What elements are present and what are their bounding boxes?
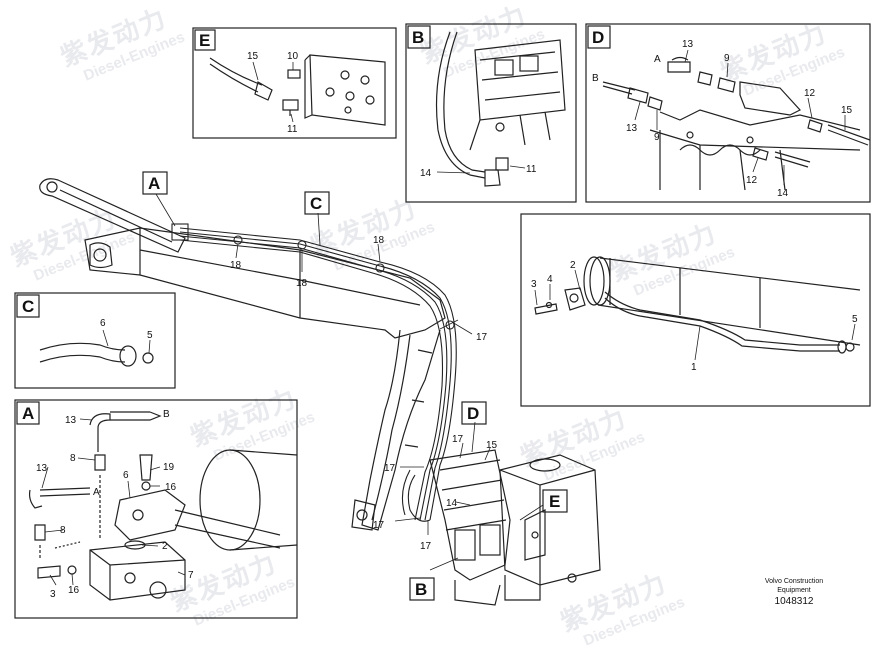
control-valve-assembly	[429, 449, 601, 606]
part-label: 14	[446, 498, 458, 509]
part-label: 3	[531, 279, 537, 290]
footer-caption: Volvo Construction Equipment	[754, 577, 834, 595]
drawing-number: 1048312	[774, 596, 814, 607]
boom-hoses	[171, 223, 457, 522]
part-label: 1	[691, 362, 697, 373]
part-label: 13	[626, 123, 638, 134]
part-label: 2	[570, 260, 576, 271]
part-label: 17	[476, 332, 488, 343]
part-label: 17	[420, 541, 432, 552]
tag-box-e	[542, 489, 568, 513]
main-tag-b: B	[415, 580, 427, 599]
part-label: 4	[547, 274, 553, 285]
part-label: 12	[746, 175, 758, 186]
detail-panel-c	[14, 292, 176, 389]
hose-clamp	[297, 240, 307, 250]
hose-clamp	[233, 235, 243, 245]
part-label: 6	[100, 318, 106, 329]
part-label: 2	[162, 541, 168, 552]
hose-block	[171, 223, 189, 241]
leader-lines	[155, 193, 544, 571]
detail-panel-cylinder	[520, 213, 871, 407]
part-label: 14	[777, 188, 789, 199]
detail-tag-b: B	[412, 28, 424, 47]
main-tag-a: A	[148, 174, 160, 193]
part-label: 13	[682, 39, 694, 50]
tag-box-b	[409, 577, 435, 601]
part-label: 19	[163, 462, 175, 473]
part-label: 13	[65, 415, 77, 426]
footer-line-2: Equipment	[777, 587, 811, 594]
part-label: 14	[420, 168, 432, 179]
part-label: 6	[123, 470, 129, 481]
part-label: 18	[296, 278, 308, 289]
part-label: 17	[373, 520, 385, 531]
part-label: 9	[724, 53, 730, 64]
part-label: 17	[384, 463, 396, 474]
part-label: 16	[68, 585, 80, 596]
port-label: B	[163, 409, 170, 420]
part-label: 9	[654, 132, 660, 143]
detail-panel-a	[14, 399, 298, 619]
detail-tag-c: C	[22, 297, 34, 316]
part-label: 10	[287, 51, 299, 62]
port-label: A	[654, 54, 661, 65]
part-label: 15	[841, 105, 853, 116]
parts-diagram: E B D C A A C D E B 15 10 11 14 11 13 9 …	[14, 23, 871, 619]
part-label: 15	[247, 51, 259, 62]
main-tag-e: E	[549, 492, 560, 511]
footer-line-1: Volvo Construction	[764, 578, 824, 585]
part-label: 5	[147, 330, 153, 341]
part-label: 17	[452, 434, 464, 445]
part-label: 12	[804, 88, 816, 99]
part-label: 5	[852, 314, 858, 325]
part-label: 16	[165, 482, 177, 493]
part-label: 18	[230, 260, 242, 271]
detail-tag-d: D	[592, 28, 604, 47]
tag-box-d	[461, 401, 487, 425]
detail-tag-e: E	[199, 31, 210, 50]
detail-panel-e	[192, 27, 397, 139]
hose-clamp	[375, 263, 385, 273]
detail-panel-d	[585, 23, 871, 203]
part-label: 13	[36, 463, 48, 474]
part-label: 8	[60, 525, 66, 536]
part-label: 11	[526, 164, 537, 175]
hose-clamp	[445, 320, 455, 330]
boom-assembly	[39, 178, 446, 531]
main-tag-d: D	[467, 404, 479, 423]
part-label: 18	[373, 235, 385, 246]
part-label: 8	[70, 453, 76, 464]
detail-panel-b	[405, 23, 577, 203]
part-label: 11	[287, 124, 298, 135]
part-label: 7	[188, 570, 194, 581]
tag-box-a	[142, 171, 168, 195]
port-label: B	[592, 73, 599, 84]
part-label: 15	[486, 440, 498, 451]
port-label: A	[93, 487, 100, 498]
detail-tag-a: A	[22, 404, 34, 423]
main-tag-c: C	[310, 194, 322, 213]
part-label: 3	[50, 589, 56, 600]
tag-box-c	[304, 191, 330, 215]
